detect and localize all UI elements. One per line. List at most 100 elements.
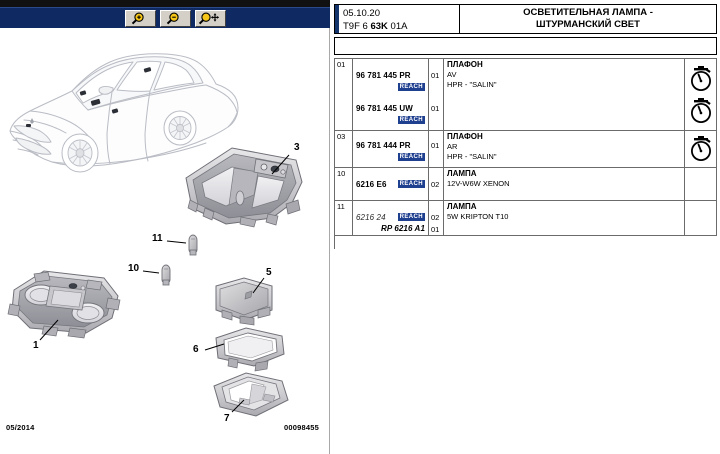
zoom-in-button[interactable]	[125, 10, 156, 27]
chrono-cell	[684, 201, 716, 235]
quantity-value: 02	[431, 212, 440, 222]
description-line: HPR - "SALIN"	[447, 152, 497, 161]
callout-10: 10	[128, 263, 140, 274]
table-row[interactable]: 03 96 781 444 PR REACH 01 ПЛАФОН AR	[335, 131, 716, 168]
leader-line-5	[252, 277, 265, 294]
reach-badge[interactable]: REACH	[397, 115, 425, 124]
part-number: 6216 E6	[356, 179, 387, 189]
callout-6: 6	[193, 344, 199, 355]
table-continuation-edge	[334, 235, 717, 249]
part-10-bulb	[161, 264, 171, 286]
quantity-cell: 02	[429, 168, 444, 200]
quantity-cell: 01 01	[429, 59, 444, 130]
drawing-number: 00098455	[284, 423, 319, 432]
brand-mark	[30, 118, 34, 124]
section-reference: T9F 6 63K 01A	[343, 20, 459, 33]
parts-data-panel: 05.10.20 T9F 6 63K 01A ОСВЕТИТЕЛЬНАЯ ЛАМ…	[331, 0, 720, 454]
leader-line-7	[231, 399, 245, 413]
part-number-cell: 6216 24 REACH RP 6216 A1	[353, 201, 429, 235]
reach-row: REACH	[356, 151, 425, 162]
reach-badge[interactable]: REACH	[397, 152, 425, 161]
illustration-panel[interactable]: 3 11 10 5 1 6 7 05/2014 00098455	[0, 28, 330, 454]
chrono-cell	[684, 131, 716, 167]
quantity-value: 01	[431, 103, 440, 113]
vehicle-wheels	[61, 110, 197, 173]
part-number-line[interactable]: 96 781 444 PR	[356, 139, 425, 151]
magnifier-plus-icon	[131, 12, 144, 25]
quantity-value: 01	[431, 224, 440, 234]
exploded-parts-diagram	[7, 53, 303, 417]
part-number: 96 781 445 PR	[356, 70, 411, 80]
part-number: 96 781 444 PR	[356, 140, 411, 150]
description-line: AV	[447, 70, 457, 79]
callout-1: 1	[33, 340, 39, 351]
leader-line-10	[142, 270, 160, 274]
reach-badge[interactable]: REACH	[397, 82, 425, 91]
part-3-front-overhead-console	[185, 147, 303, 228]
part-number-line[interactable]: 6216 24 REACH	[356, 211, 425, 223]
description-line: HPR - "SALIN"	[447, 80, 497, 89]
leader-line-1	[39, 319, 59, 341]
row-index: 03	[335, 131, 353, 167]
description-cell: ЛАМПА 12V-W6W XENON	[444, 168, 684, 200]
description-line: 5W KRIPTON T10	[447, 212, 509, 221]
callout-3: 3	[294, 142, 300, 153]
callout-11: 11	[152, 233, 163, 244]
part-number-line[interactable]: 96 781 445 UW	[356, 102, 425, 114]
ref-bold: 63K	[370, 20, 388, 32]
subheader-band	[334, 37, 717, 55]
leader-line-6	[204, 343, 225, 351]
quantity-cell: 01	[429, 131, 444, 167]
description-cell: ЛАМПА 5W KRIPTON T10	[444, 201, 684, 235]
magnifier-minus-icon	[166, 12, 179, 25]
ref-suffix: 01A	[387, 20, 408, 32]
reach-badge[interactable]: REACH	[397, 213, 425, 221]
part-6-surround-frame	[215, 327, 285, 372]
chrono-cell	[684, 59, 716, 130]
chrono-cell	[684, 168, 716, 200]
part-number: 6216 24	[356, 212, 386, 222]
description-line: 12V-W6W XENON	[447, 179, 510, 188]
table-row[interactable]: 10 6216 E6 REACH 02 ЛАМПА 12V-W6W XENON	[335, 168, 716, 201]
row-index: 10	[335, 168, 353, 200]
zoom-fit-button[interactable]	[195, 10, 226, 27]
row-index: 11	[335, 201, 353, 235]
part-number-line[interactable]: 96 781 445 PR	[356, 69, 425, 81]
leader-line-11	[166, 240, 187, 244]
reach-row: REACH	[356, 81, 425, 92]
description-title: ПЛАФОН	[447, 132, 483, 141]
quantity-value: 01	[431, 140, 440, 150]
part-number-cell: 96 781 445 PR REACH 96 781 445 UW REACH	[353, 59, 429, 130]
header-codes: 05.10.20 T9F 6 63K 01A	[339, 5, 460, 33]
viewer-toolbar	[0, 7, 330, 28]
table-row[interactable]: 11 6216 24 REACH RP 6216 A1 02 01	[335, 201, 716, 236]
lamp-position-markers	[26, 67, 152, 127]
description-cell: ПЛАФОН AR HPR - "SALIN"	[444, 131, 684, 167]
quantity-cell: 02 01	[429, 201, 444, 235]
part-number-line[interactable]: RP 6216 A1	[356, 223, 425, 234]
row-index: 01	[335, 59, 353, 130]
table-row[interactable]: 01 96 781 445 PR REACH 96 781 445 UW REA…	[335, 59, 716, 131]
zoom-button-group	[125, 10, 226, 27]
part-7-housing-bezel	[213, 372, 289, 417]
section-title: ОСВЕТИТЕЛЬНАЯ ЛАМПА - ШТУРМАНСКИЙ СВЕТ	[460, 5, 716, 33]
vehicle-outline	[9, 53, 239, 167]
magnifier-move-icon	[198, 12, 219, 25]
parts-table: 01 96 781 445 PR REACH 96 781 445 UW REA…	[334, 58, 717, 236]
page-title-line1: ОСВЕТИТЕЛЬНАЯ ЛАМПА -	[523, 7, 653, 18]
header-accent-bar	[335, 5, 339, 33]
description-title: ПЛАФОН	[447, 60, 483, 69]
quantity-value: 01	[431, 70, 440, 80]
stopwatch-icon	[690, 136, 711, 161]
section-header: 05.10.20 T9F 6 63K 01A ОСВЕТИТЕЛЬНАЯ ЛАМ…	[334, 4, 717, 34]
part-number-line[interactable]: 6216 E6 REACH	[356, 178, 425, 190]
reach-row: REACH	[356, 114, 425, 125]
stopwatch-icon	[690, 97, 711, 123]
description-cell: ПЛАФОН AV HPR - "SALIN"	[444, 59, 684, 130]
description-title: ЛАМПА	[447, 169, 477, 178]
reach-badge[interactable]: REACH	[397, 180, 425, 188]
quantity-value: 02	[431, 179, 440, 189]
zoom-out-button[interactable]	[160, 10, 191, 27]
section-code: 05.10.20	[343, 7, 380, 19]
